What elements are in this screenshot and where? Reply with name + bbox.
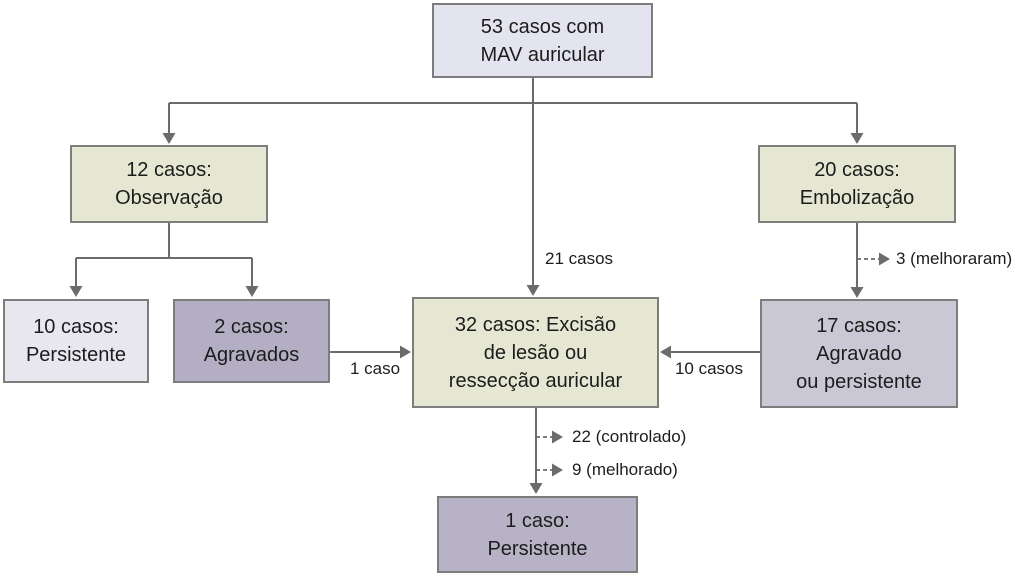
node-2-agravados: 2 casos: Agravados [173,299,330,383]
node-32-excisao: 32 casos: Excisão de lesão ou ressecção … [412,297,659,408]
arrowhead-right-melhorado [552,463,563,477]
arrowhead-right-controlado [552,430,563,444]
arrowhead-down-persistente10 [69,286,83,297]
edge-label-9-melhorado: 9 (melhorado) [572,460,678,479]
arrowhead-down-embolizacao [850,133,864,144]
edge-label-1-caso: 1 caso [349,359,401,378]
node-12-observacao: 12 casos: Observação [70,145,268,223]
edge-label-3-melhoraram: 3 (melhoraram) [896,249,1013,268]
node-17-agravado-persistente: 17 casos: Agravado ou persistente [760,299,958,408]
edge-label-10-casos: 10 casos [674,359,744,378]
arrowhead-down-observacao [162,133,176,144]
arrowhead-right-excisao [400,345,411,359]
arrowhead-right-melhoraram [879,252,890,266]
arrowhead-down-agravado17 [850,287,864,298]
dashed-edges [536,258,879,471]
arrowhead-down-excisao [526,285,540,296]
arrowhead-left-excisao [660,345,671,359]
edge-label-22-controlado: 22 (controlado) [572,427,687,446]
node-1-persistente: 1 caso: Persistente [437,496,638,573]
arrowheads [69,133,890,494]
node-10-persistente: 10 casos: Persistente [3,299,149,383]
arrowhead-down-agravados2 [245,286,259,297]
edge-label-21-casos: 21 casos [545,249,614,268]
solid-edges [75,78,858,483]
node-20-embolizacao: 20 casos: Embolização [758,145,956,223]
arrowhead-down-persistente1 [529,483,543,494]
node-53-casos-mav: 53 casos com MAV auricular [432,3,653,78]
